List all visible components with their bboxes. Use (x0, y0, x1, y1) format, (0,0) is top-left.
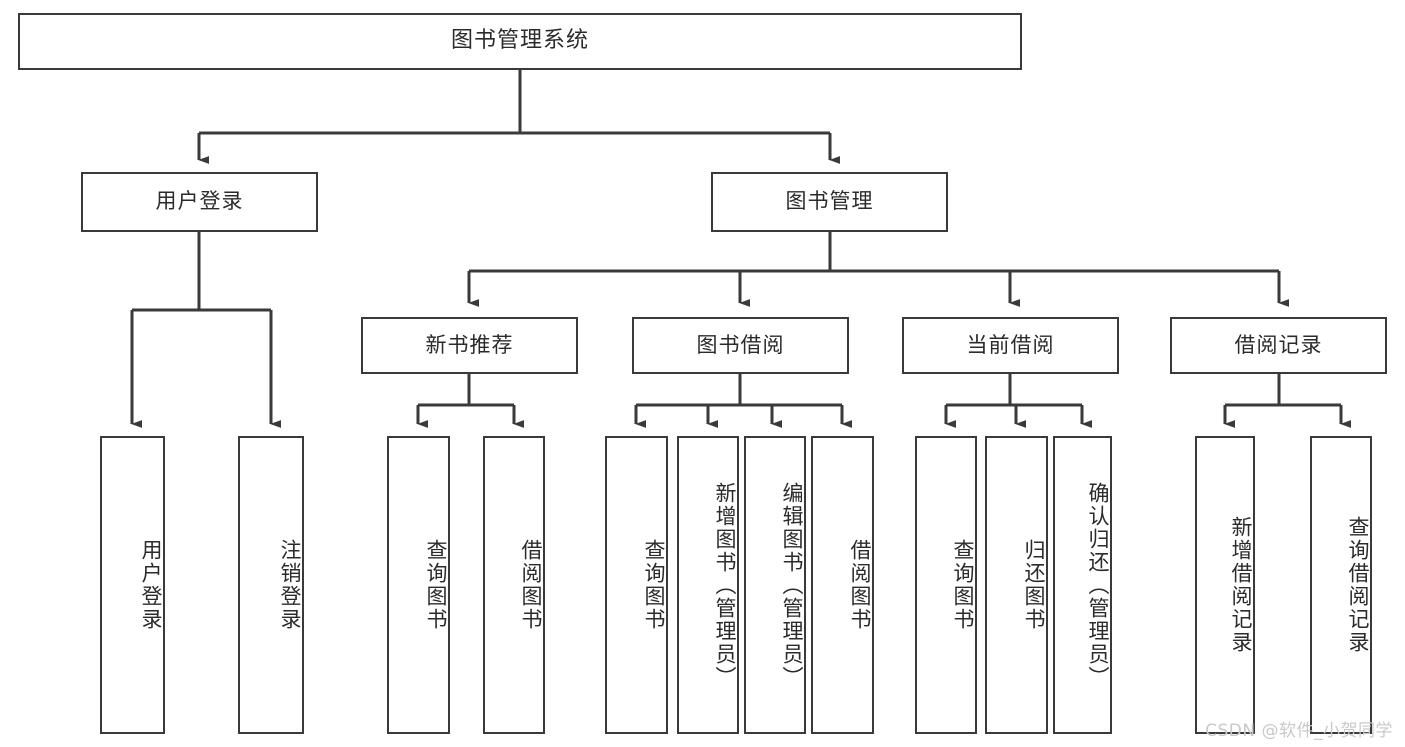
leaf-label: 归还图书 (1022, 539, 1046, 631)
leaf-label: 新增图书（管理员） (713, 481, 737, 689)
leaf-label: 确认归还（管理员） (1086, 481, 1110, 689)
leaf-label: 注销登录 (278, 539, 302, 631)
node-current-borrow[interactable]: 当前借阅 (902, 317, 1119, 374)
leaf-user-login-login[interactable]: 用户登录 (100, 436, 165, 734)
leaf-label: 借阅图书 (848, 539, 872, 631)
leaf-current-query-book[interactable]: 查询图书 (915, 436, 977, 734)
node-new-book-recommend[interactable]: 新书推荐 (361, 317, 578, 374)
leaf-record-query-record[interactable]: 查询借阅记录 (1310, 436, 1372, 734)
leaf-new-book-query[interactable]: 查询图书 (387, 436, 450, 734)
leaf-user-login-logout[interactable]: 注销登录 (238, 436, 304, 734)
node-book-borrow[interactable]: 图书借阅 (632, 317, 849, 374)
leaf-record-add-record[interactable]: 新增借阅记录 (1195, 436, 1255, 734)
leaf-current-return-book[interactable]: 归还图书 (985, 436, 1048, 734)
leaf-label: 用户登录 (139, 539, 163, 631)
leaf-label: 查询图书 (424, 539, 448, 631)
leaf-label: 新增借阅记录 (1229, 516, 1253, 654)
leaf-label: 编辑图书（管理员） (780, 481, 804, 689)
leaf-new-book-borrow[interactable]: 借阅图书 (483, 436, 545, 734)
node-borrow-record[interactable]: 借阅记录 (1170, 317, 1387, 374)
leaf-label: 查询图书 (951, 539, 975, 631)
node-root-system[interactable]: 图书管理系统 (18, 13, 1022, 70)
leaf-borrow-query-book[interactable]: 查询图书 (605, 436, 668, 734)
leaf-borrow-add-book-admin[interactable]: 新增图书（管理员） (677, 436, 739, 734)
leaf-borrow-edit-book-admin[interactable]: 编辑图书（管理员） (744, 436, 806, 734)
leaf-current-confirm-return-admin[interactable]: 确认归还（管理员） (1053, 436, 1112, 734)
leaf-label: 查询图书 (642, 539, 666, 631)
leaf-label: 借阅图书 (519, 539, 543, 631)
node-user-login[interactable]: 用户登录 (81, 172, 318, 232)
csdn-watermark: CSDN @软件_小贺同学 (1205, 721, 1393, 741)
node-book-management[interactable]: 图书管理 (711, 172, 948, 232)
leaf-borrow-borrow-book[interactable]: 借阅图书 (811, 436, 874, 734)
leaf-label: 查询借阅记录 (1346, 516, 1370, 654)
